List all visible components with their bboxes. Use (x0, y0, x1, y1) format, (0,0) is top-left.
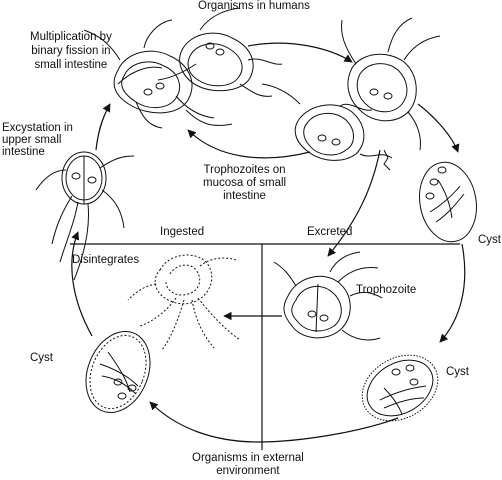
cyst-lower-left (85, 330, 151, 414)
multiplication-label: Multiplication by binary fission in smal… (30, 31, 112, 71)
cycle-arrows (70, 42, 466, 450)
environment-divider (70, 243, 460, 450)
arrow-external-cyst-to-left-cyst (149, 401, 399, 443)
arrow-excystation-to-multiplication (95, 103, 111, 151)
excreted-trophozoite (273, 251, 383, 341)
arrow-left-cyst-to-excystation (71, 231, 93, 337)
disintegrating-trophozoite (127, 254, 241, 351)
cyst-lower-right-label: Cyst (446, 366, 469, 378)
cyst-upper-right-label: Cyst (478, 234, 501, 246)
ingested-label: Ingested (160, 226, 205, 238)
cyst-upper-right (419, 161, 477, 243)
cyst-left-label: Cyst (30, 352, 53, 364)
arrow-cyst-to-cyst (439, 243, 466, 343)
trophozoites-on-mucosa-label: Trophozoites on mucosa of small intestin… (203, 164, 287, 202)
cyst-lower-right (361, 354, 439, 422)
trophozoite-label: Trophozoite (356, 284, 417, 296)
dividing-trophozoites (83, 7, 283, 129)
organisms-in-external-label: Organisms in external environment (192, 452, 304, 477)
arrow-multiplication-to-mucosa (247, 42, 353, 63)
arrow-mucosa-to-excreted-trophozoite (327, 149, 381, 257)
arrow-mucosa-to-multiplication (187, 129, 311, 159)
excystation-label: Excystation in upper small intestine (2, 122, 73, 158)
trophozoites-on-mucosa (261, 17, 441, 171)
excreted-label: Excreted (307, 226, 353, 238)
excystation-organism (35, 151, 135, 281)
arrow-mucosa-to-cyst (417, 103, 460, 153)
organisms-in-humans-label: Organisms in humans (198, 0, 310, 12)
disintegrates-label: Disintegrates (72, 254, 140, 266)
